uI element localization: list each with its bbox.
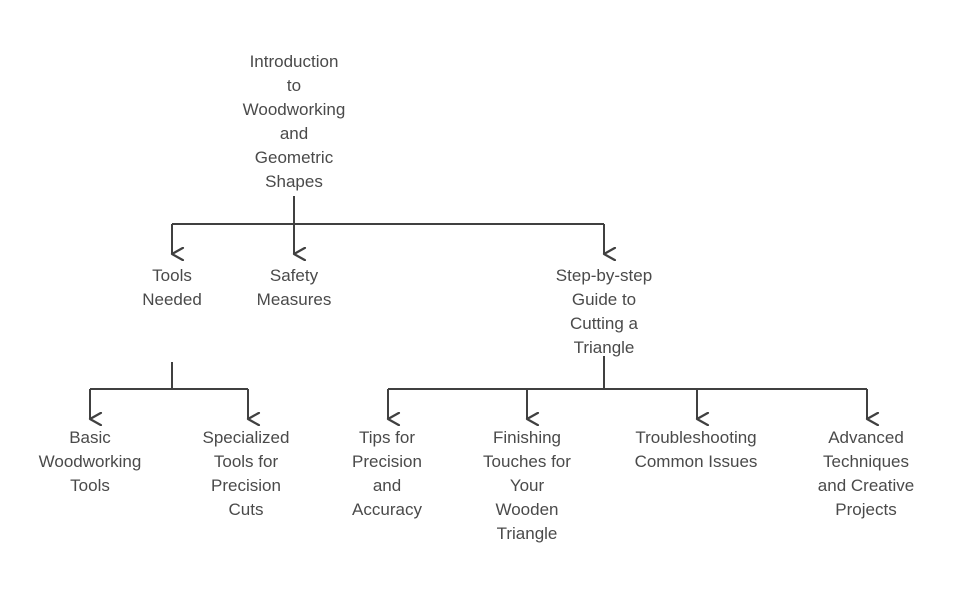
node-specialized-tools[interactable]: Specialized Tools for Precision Cuts <box>202 428 290 519</box>
node-finishing-touches[interactable]: Finishing Touches for Your Wooden Triang… <box>483 428 571 543</box>
node-tips-precision-accuracy[interactable]: Tips for Precision and Accuracy <box>352 428 422 519</box>
node-step-by-step-guide[interactable]: Step-by-step Guide to Cutting a Triangle <box>555 266 653 357</box>
node-troubleshooting[interactable]: Troubleshooting Common Issues <box>634 428 758 471</box>
node-basic-woodworking-tools[interactable]: Basic Woodworking Tools <box>38 428 142 495</box>
node-tools-needed[interactable]: Tools Needed <box>142 266 202 309</box>
node-safety-measures[interactable]: Safety Measures <box>256 266 332 309</box>
node-advanced-techniques[interactable]: Advanced Techniques and Creative Project… <box>817 428 915 519</box>
node-root[interactable]: Introduction to Woodworking and Geometri… <box>242 52 346 191</box>
